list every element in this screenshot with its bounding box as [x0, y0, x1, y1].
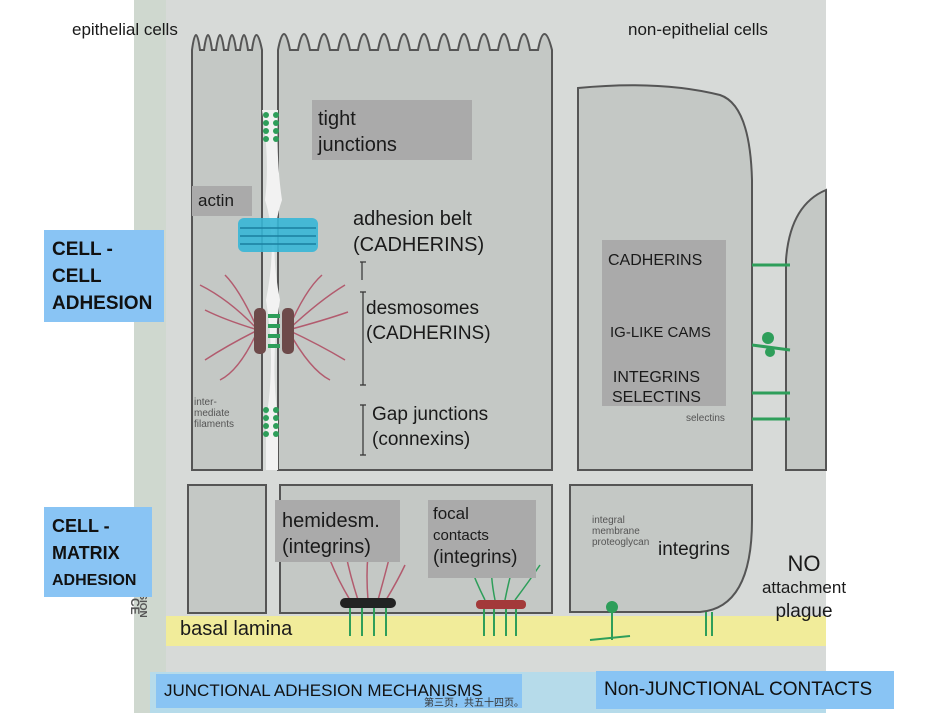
- desmosomes-label: desmosomes(CADHERINS): [366, 298, 491, 344]
- non-junctional-contacts-box: Non-JUNCTIONAL CONTACTS: [596, 671, 894, 709]
- adhesion-belt: [238, 218, 318, 252]
- side-ce-text: CE: [128, 598, 142, 615]
- focal-panel: [428, 500, 536, 578]
- hemidesm-panel: [275, 500, 400, 562]
- junctional-adhesion-box: JUNCTIONAL ADHESION MECHANISMS: [156, 674, 522, 708]
- hemidesm-label: hemidesm.(integrins): [282, 510, 380, 558]
- gap-junctions-label: Gap junctions(connexins): [372, 404, 489, 450]
- integral-membrane-text: integral membrane proteoglycan: [592, 515, 650, 548]
- selectins-small-text: selectins: [686, 413, 725, 424]
- epithelial-cells-label: epithelial cells: [72, 20, 178, 39]
- no-attachment-plague-label: NO attachment plague: [761, 551, 847, 623]
- actin-panel: [192, 186, 252, 216]
- cadherins-label: CADHERINS: [608, 252, 703, 269]
- integrins-nonjunctional-label: integrins: [658, 539, 730, 560]
- nonjunctional-integrin: [589, 601, 713, 641]
- cadherins-panel: [602, 240, 726, 406]
- nonjunctional-adhesion-molecules: [751, 263, 791, 421]
- actin-label: actin: [198, 191, 234, 210]
- epithelial-lower-left: [187, 484, 267, 614]
- non-epithelial-cell-lower: [569, 484, 753, 613]
- epithelial-cell-left: [191, 34, 263, 471]
- non-epithelial-cells-label: non-epithelial cells: [628, 20, 768, 39]
- ig-like-cams-label: IG-LIKE CAMS: [610, 324, 711, 341]
- basal-lamina-label: basal lamina: [180, 618, 293, 640]
- tight-junction-beads: [263, 112, 279, 142]
- focal-contacts-label: focal contacts (integrins): [433, 504, 518, 568]
- page-footer: 第三页，共五十四页。: [424, 698, 524, 709]
- basal-lamina: [166, 616, 826, 646]
- intermediate-filaments-text: inter- mediate filaments: [194, 397, 235, 430]
- adhesion-belt-label: adhesion belt(CADHERINS): [353, 208, 485, 256]
- intercellular-space: [262, 110, 282, 470]
- gap-junction-beads: [263, 407, 279, 437]
- tight-junctions-panel: [312, 100, 472, 160]
- non-epithelial-cell-neighbor: [785, 188, 827, 471]
